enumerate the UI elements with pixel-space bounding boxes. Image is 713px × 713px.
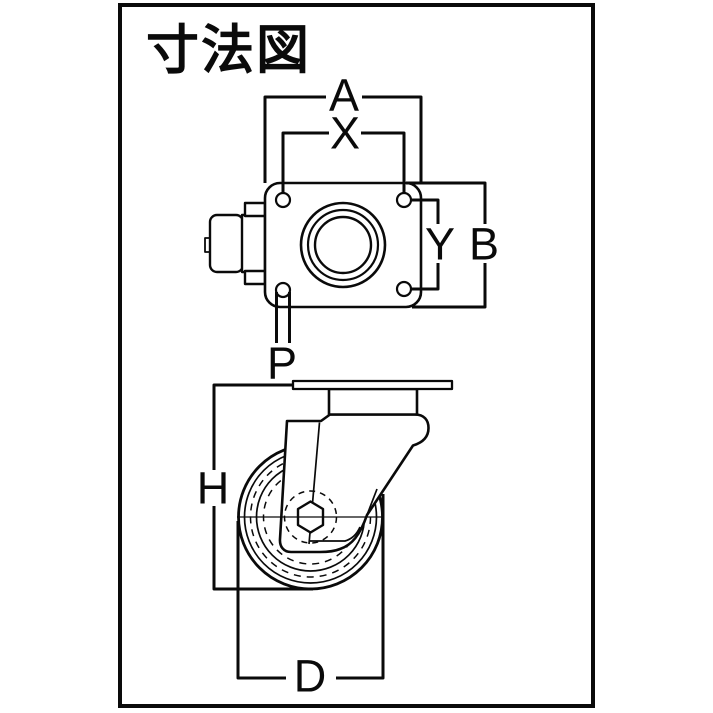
- dimension-label-b: B: [468, 218, 500, 270]
- swivel-fork-side-view: [278, 413, 430, 554]
- dim-line-Y: [411, 198, 440, 291]
- wheel-top-view: [204, 201, 267, 286]
- fork-tab-bottom: [243, 269, 267, 286]
- top-view-group: [204, 95, 487, 343]
- dim-line-B: [406, 181, 487, 309]
- bolt-hole-top-right: [395, 191, 413, 209]
- side-view-dimension-lines: [212, 383, 385, 680]
- drawing-title: 寸法図: [146, 21, 311, 80]
- dim-line-X: [281, 131, 406, 193]
- fork-tab-top: [243, 201, 267, 218]
- dim-line-P: [275, 292, 291, 343]
- side-view-group: [212, 379, 454, 680]
- swivel-head-side-view: [327, 387, 419, 416]
- swivel-bearing-rings: [299, 201, 387, 289]
- dimension-label-y: Y: [424, 218, 456, 270]
- bolt-hole-bottom-left: [274, 281, 292, 299]
- dimension-label-x: X: [329, 107, 361, 159]
- dim-line-D: [236, 494, 385, 680]
- bolt-hole-top-left: [274, 191, 292, 209]
- wheel-body-top-view: [208, 213, 245, 274]
- dimension-label-h: H: [196, 462, 230, 514]
- fork-inner-bottom: [309, 526, 361, 542]
- drawing-border-frame: [118, 3, 595, 708]
- bolt-holes: [274, 191, 413, 299]
- bolt-hole-bottom-right: [395, 280, 413, 298]
- fork-inner-slant: [366, 488, 378, 516]
- dimension-label-a: A: [328, 69, 360, 121]
- dim-line-H: [212, 383, 313, 591]
- top-view-dimension-lines: [263, 95, 487, 343]
- top-plate-side-view: [291, 379, 454, 391]
- dimension-label-d: D: [293, 650, 327, 702]
- fork-body-top-view: [240, 213, 267, 274]
- dim-line-A: [263, 95, 423, 183]
- dimension-label-p: P: [266, 337, 298, 389]
- bearing-ring-inner: [313, 215, 373, 275]
